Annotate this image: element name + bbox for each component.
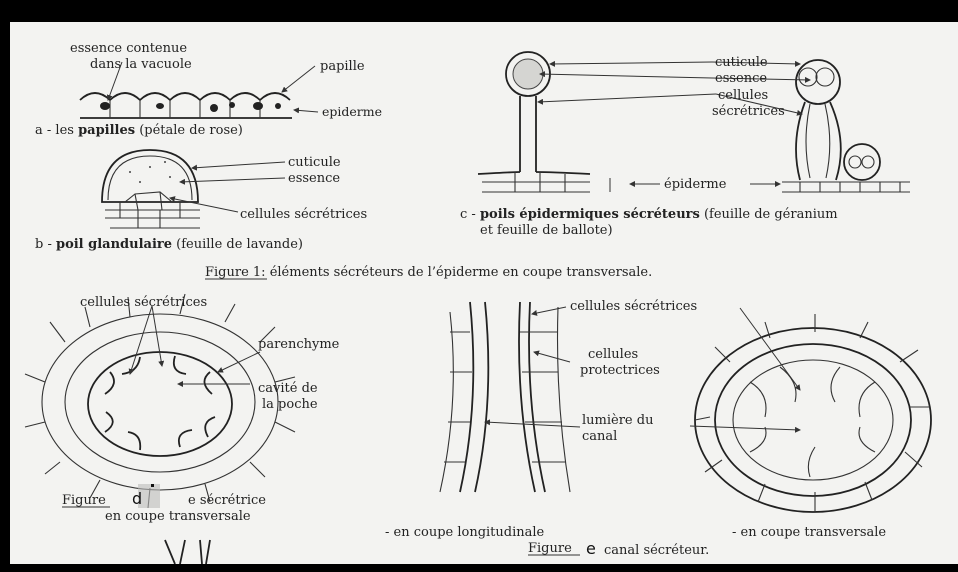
diagram-poche-secretrice	[25, 294, 295, 508]
label-cellules-prot-2: protectrices	[580, 363, 660, 378]
label-cuticule-b: cuticule	[288, 155, 341, 170]
overlay-dot	[151, 484, 154, 487]
caption-c-line2: et feuille de ballote)	[480, 223, 613, 238]
figure-d-line2: en coupe transversale	[105, 509, 251, 524]
label-cavite-2: la poche	[262, 397, 318, 412]
label-epiderme-a: epiderme	[322, 104, 382, 119]
label-cellules-secretrices-b: cellules sécrétrices	[240, 207, 367, 222]
scanned-figure-page: essence contenue dans la vacuole papille…	[10, 22, 958, 564]
caption-b: b - poil glandulaire (feuille de lavande…	[35, 237, 303, 252]
label-essence-vacuole-1: essence contenue	[70, 41, 187, 56]
figure-e-label: Figure	[528, 541, 572, 556]
label-coupe-transversale: - en coupe transversale	[732, 525, 886, 540]
caption-a: a - les papilles (pétale de rose)	[35, 123, 243, 138]
figure-d-label: Figure	[62, 493, 106, 508]
label-cellules-c: cellules	[718, 88, 768, 103]
label-cellules-prot-1: cellules	[588, 347, 638, 362]
figure1-caption: Figure 1: éléments sécréteurs de l’épide…	[205, 265, 652, 280]
label-lumiere-2: canal	[582, 429, 617, 444]
diagram-poils-epidermiques	[478, 52, 910, 192]
botany-diagram: essence contenue dans la vacuole papille…	[10, 22, 958, 564]
label-essence-c: essence	[715, 71, 767, 86]
label-essence-b: essence	[288, 171, 340, 186]
label-parenchyme: parenchyme	[258, 337, 340, 352]
diagram-canal-longitudinal	[440, 302, 580, 492]
partial-drawing-bottom	[165, 540, 210, 564]
label-cuticule-c: cuticule	[715, 55, 768, 70]
label-lumiere-1: lumière du	[582, 413, 653, 428]
diagram-canal-transversal	[690, 308, 931, 512]
label-cavite-1: cavité de	[258, 381, 318, 396]
label-cellules-secretrices-e: cellules sécrétrices	[570, 299, 697, 314]
overlay-letter-e: e	[586, 539, 596, 558]
label-papille: papille	[320, 59, 365, 74]
label-essence-vacuole-2: dans la vacuole	[90, 57, 192, 72]
label-epiderme-c: épiderme	[664, 177, 727, 192]
label-secretrices-c: sécrétrices	[712, 104, 785, 119]
caption-c: c - poils épidermiques sécréteurs (feuil…	[460, 207, 838, 222]
label-coupe-longitudinale: - en coupe longitudinale	[385, 525, 545, 540]
overlay-letter-d: d	[132, 489, 142, 508]
label-cellules-secretrices-d: cellules sécrétrices	[80, 295, 207, 310]
figure-e-text: canal sécréteur.	[604, 543, 709, 558]
figure-d-text: e sécrétrice	[188, 493, 266, 508]
